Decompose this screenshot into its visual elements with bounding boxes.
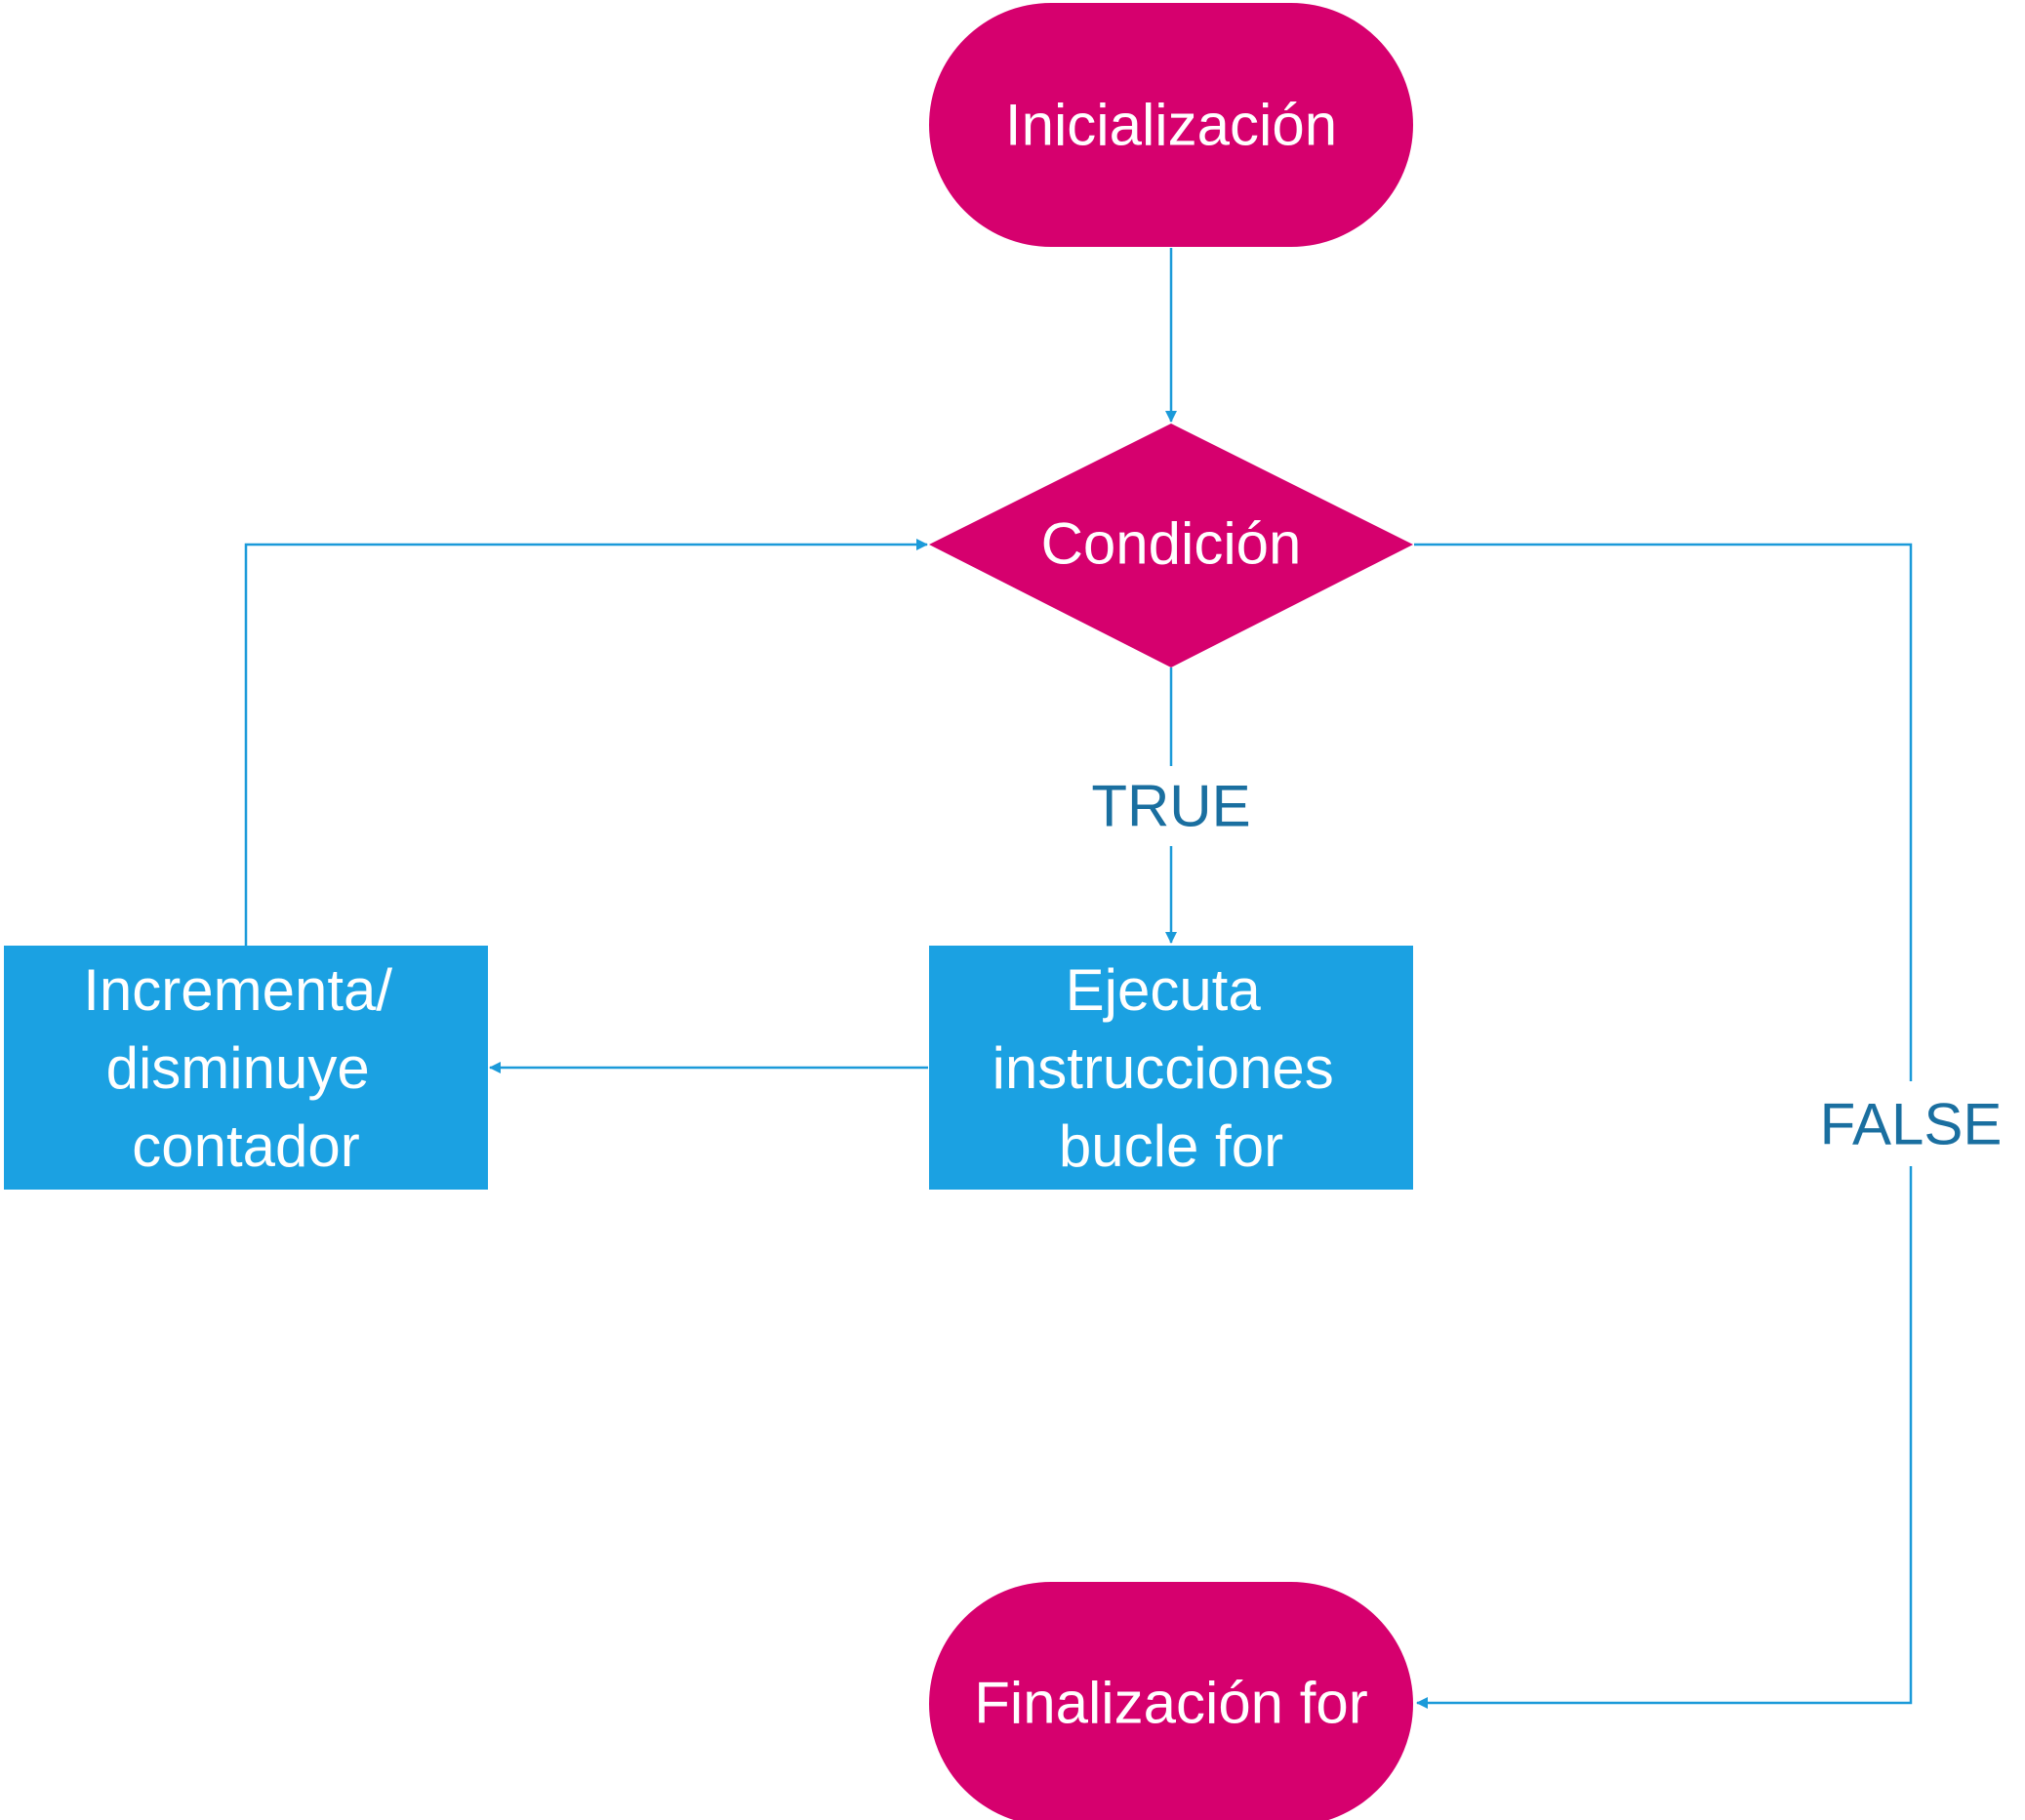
node-execute-label: Ejecuta instrucciones bucle for: [992, 957, 1351, 1179]
node-execute-label-line: instrucciones: [992, 1035, 1334, 1101]
node-update-label-line: contador: [132, 1113, 360, 1179]
node-end: Finalización for: [929, 1582, 1413, 1820]
node-update-label: Incrementa/ disminuye contador: [83, 957, 409, 1179]
process-shape: [929, 946, 1413, 1190]
node-update-label-line: disminuye: [106, 1035, 370, 1101]
node-condition-label: Condición: [1041, 511, 1302, 577]
edge-condition-to-end-upper: [1414, 543, 1913, 1081]
node-execute-label-line: bucle for: [1059, 1113, 1283, 1179]
edge-label-false: FALSE: [1820, 1092, 2003, 1157]
node-update: Incrementa/ disminuye contador: [4, 946, 488, 1190]
node-start-label: Inicialización: [1005, 93, 1337, 158]
edge-update-to-condition: [244, 539, 928, 946]
node-execute-label-line: Ejecuta: [1066, 957, 1262, 1023]
node-end-label: Finalización for: [974, 1671, 1368, 1736]
connectors: [244, 248, 1913, 1709]
decision-shape: [929, 424, 1413, 667]
terminal-shape: [929, 3, 1413, 247]
edge-label-true: TRUE: [1091, 774, 1250, 839]
node-update-label-line: Incrementa/: [83, 957, 392, 1023]
node-start: Inicialización: [929, 3, 1413, 247]
node-execute: Ejecuta instrucciones bucle for: [929, 946, 1413, 1190]
terminal-shape: [929, 1582, 1413, 1820]
process-shape: [4, 946, 488, 1190]
edge-condition-to-end-lower: [1416, 1166, 1913, 1709]
node-condition: Condición: [929, 424, 1413, 667]
